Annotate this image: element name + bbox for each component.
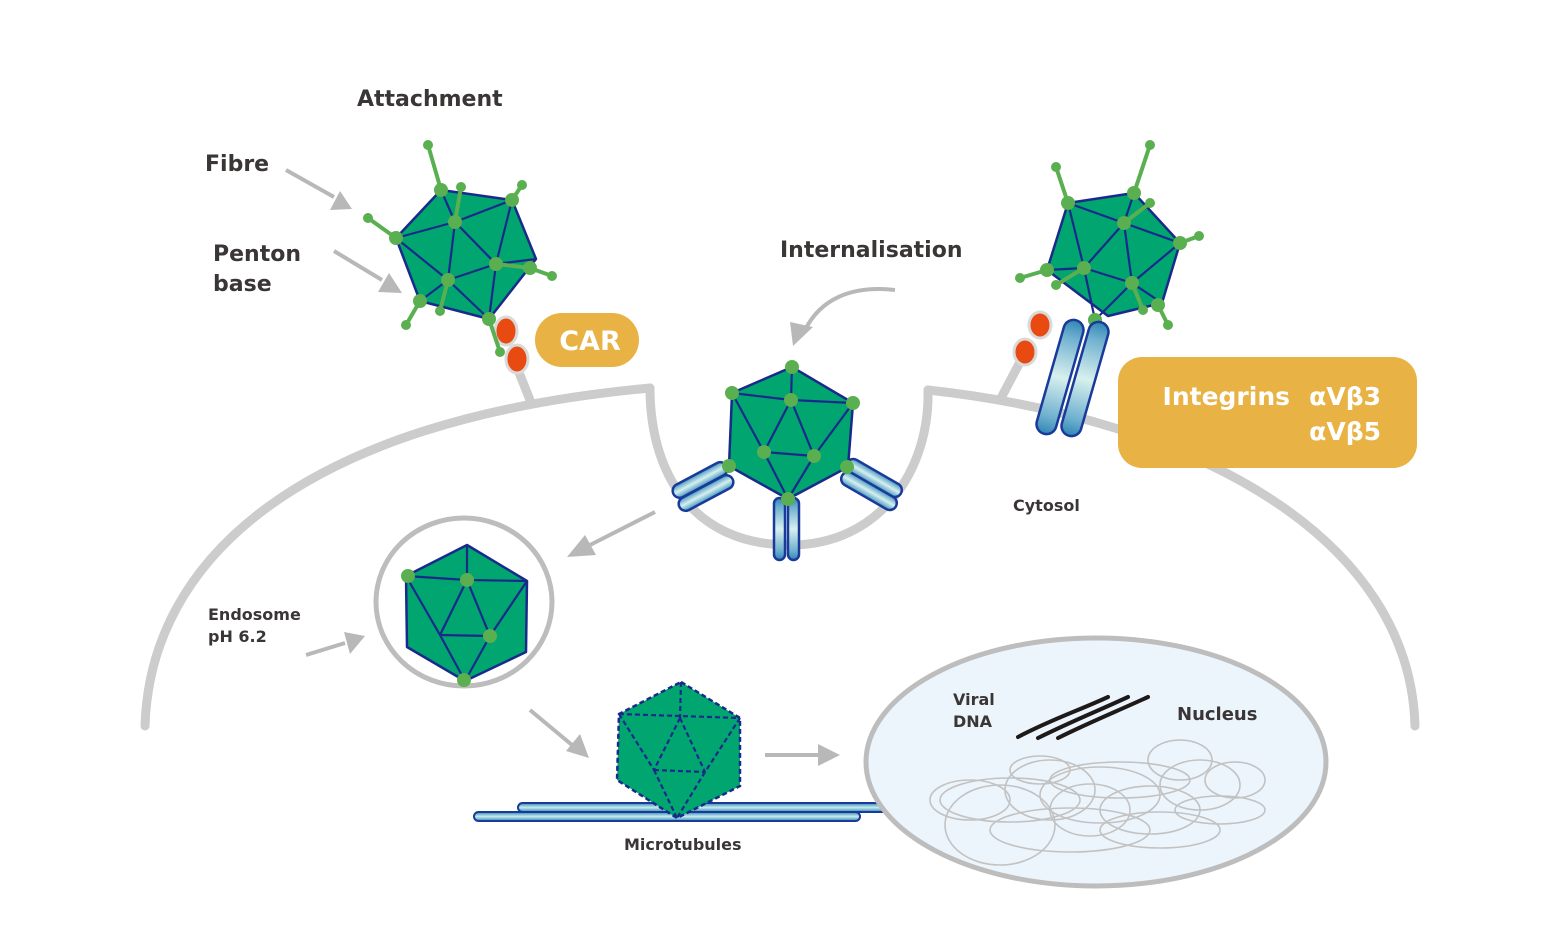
attachment-title: Attachment	[357, 87, 503, 112]
virus-integrin-bound	[995, 140, 1204, 438]
host-chromatin	[929, 739, 1266, 866]
nucleus	[863, 635, 1329, 889]
penton-label-line1: Penton	[213, 242, 301, 267]
penton-arrow	[332, 249, 402, 293]
to-endosome-arrow	[567, 510, 656, 557]
virus-attachment	[363, 140, 557, 405]
virus-on-microtubule	[615, 680, 742, 820]
endosome	[373, 515, 555, 689]
endosome-label-line1: Endosome	[208, 605, 301, 624]
penton-label-line2: base	[213, 272, 272, 297]
integrins-label: Integrins	[1163, 382, 1290, 411]
viral-dna-label-line1: Viral	[953, 690, 995, 709]
car-receptor	[493, 315, 535, 405]
fibre-arrow	[285, 168, 352, 210]
viral-dna-label-line2: DNA	[953, 712, 993, 731]
penton-vertices-pit	[722, 360, 860, 506]
endosome-label-line2: pH 6.2	[208, 627, 267, 646]
internalisation-title: Internalisation	[780, 238, 963, 263]
car-receptor-right	[995, 310, 1053, 405]
internalisation-arrow	[790, 287, 896, 346]
integrin-receptor	[1035, 318, 1110, 438]
microtubules-label: Microtubules	[624, 835, 742, 854]
viral-dna	[1016, 695, 1150, 740]
integrin-receptors-pit	[671, 457, 904, 562]
microtubules	[473, 802, 899, 822]
endosome-label-arrow	[305, 632, 365, 657]
penton-vertices	[389, 183, 537, 326]
cytosol-label: Cytosol	[1013, 496, 1080, 515]
nucleus-label: Nucleus	[1177, 704, 1257, 725]
car-badge: CAR	[535, 313, 639, 367]
penton-vertices-right	[1040, 186, 1187, 327]
integrin-avb3-label: αVβ3	[1309, 382, 1381, 411]
integrin-avb5-label: αVβ5	[1309, 417, 1381, 446]
to-nucleus-arrow	[765, 744, 840, 766]
virus-internalisation	[671, 360, 904, 562]
car-label: CAR	[559, 326, 621, 357]
to-microtubule-arrow	[528, 708, 589, 758]
integrins-badge: Integrins αVβ3 αVβ5	[1118, 357, 1417, 468]
fibre-label: Fibre	[205, 152, 269, 177]
